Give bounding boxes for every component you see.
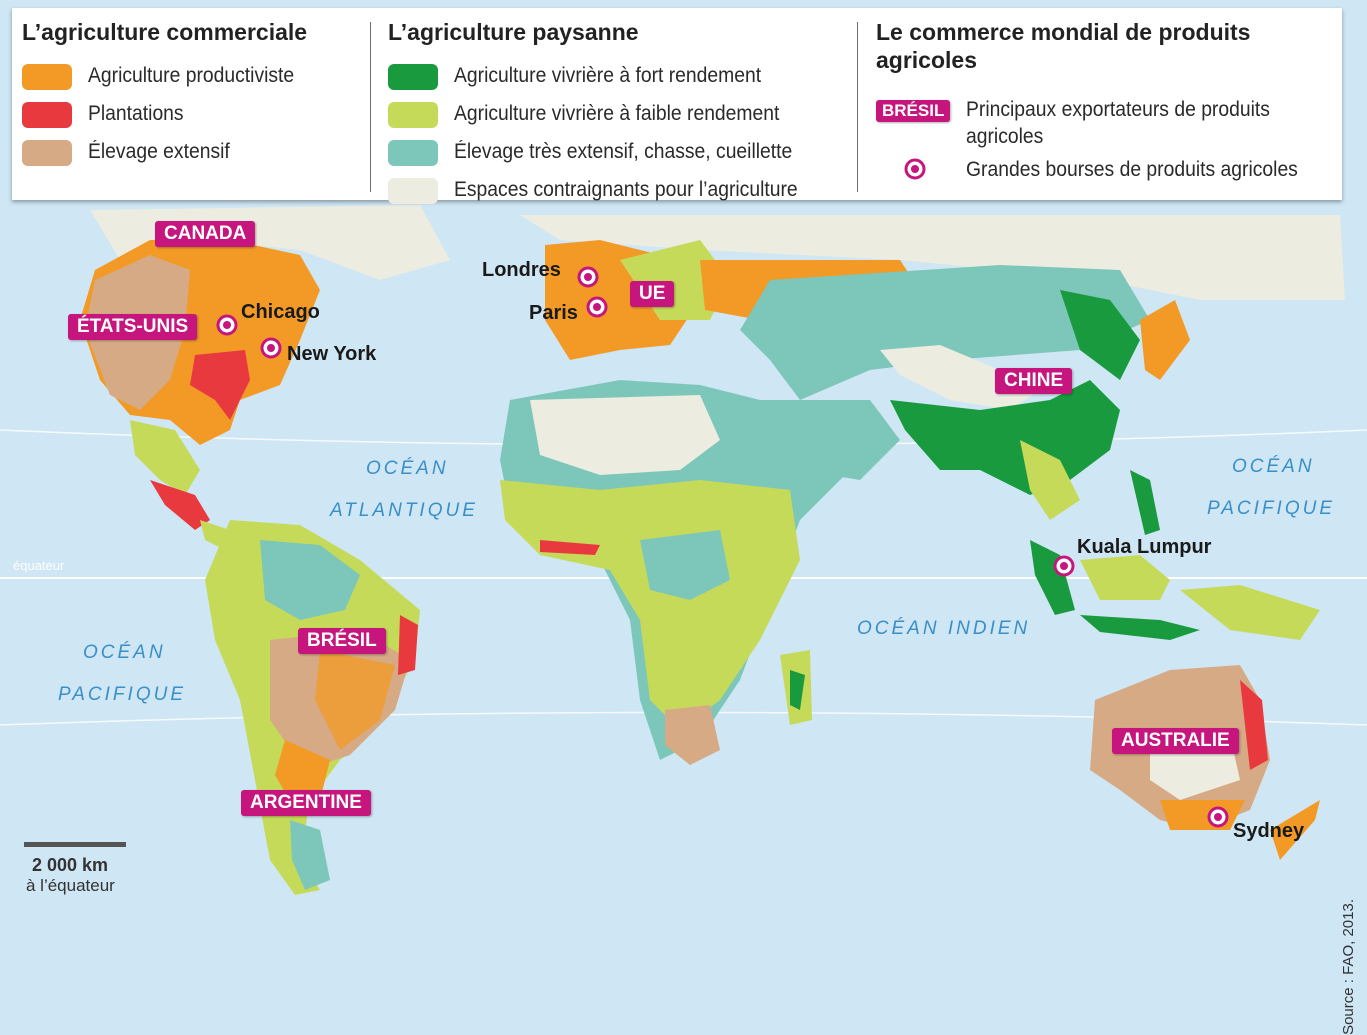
legend: L’agriculture commerciale Agriculture pr… — [12, 8, 1342, 204]
ocean-pacifique-w-1: OCÉAN — [83, 642, 166, 663]
legend-label: Agriculture vivrière à fort rendement — [454, 64, 762, 87]
legend-label: Élevage extensif — [88, 140, 230, 163]
legend-label: Agriculture vivrière à faible rendement — [454, 102, 780, 125]
scale-bar: 2 000 km à l’équateur — [24, 842, 126, 896]
source-note: Source : FAO, 2013. — [1340, 899, 1357, 1035]
legend-swatch — [22, 102, 72, 128]
country-tag-bresil: BRÉSIL — [298, 628, 386, 654]
legend-divider — [370, 22, 371, 192]
newyork-marker — [260, 337, 282, 359]
legend-commercial-title: L’agriculture commerciale — [22, 19, 308, 45]
city-londres: Londres — [482, 259, 561, 281]
southeast-asia — [1030, 470, 1320, 640]
ocean-pacifique-w-2: PACIFIQUE — [58, 684, 186, 705]
legend-label: Plantations — [88, 102, 184, 125]
stock-exchange-markers — [216, 266, 1229, 828]
londres-marker — [577, 266, 599, 288]
country-tag-usa: ÉTATS-UNIS — [68, 314, 198, 340]
legend-paysanne: L’agriculture paysanne Agriculture vivri… — [388, 18, 848, 204]
kuala-marker — [1053, 555, 1075, 577]
legend-paysanne-title: L’agriculture paysanne — [388, 19, 639, 45]
sydney-marker — [1207, 806, 1229, 828]
city-paris: Paris — [529, 302, 578, 324]
paris-marker — [586, 296, 608, 318]
legend-swatch — [22, 64, 72, 90]
legend-exporter-label-2: agricoles — [966, 125, 1044, 148]
country-tag-ue: UE — [630, 281, 675, 307]
scale-line — [24, 842, 126, 847]
legend-bourses-label: Grandes bourses de produits agricoles — [966, 158, 1298, 181]
legend-swatch — [388, 64, 438, 90]
ocean-atlantique-1: OCÉAN — [366, 458, 449, 479]
country-tag-canada: CANADA — [155, 221, 256, 247]
legend-commercial: L’agriculture commerciale Agriculture pr… — [22, 18, 372, 166]
city-chicago: Chicago — [241, 301, 320, 323]
city-sydney: Sydney — [1233, 820, 1305, 842]
ocean-pacifique-e-2: PACIFIQUE — [1207, 498, 1335, 519]
legend-label: Agriculture productiviste — [88, 64, 295, 87]
city-newyork: New York — [287, 343, 377, 365]
country-tag-australie: AUSTRALIE — [1112, 728, 1239, 754]
equator-label: équateur — [13, 558, 65, 573]
legend-swatch — [388, 140, 438, 166]
ocean-indien: OCÉAN INDIEN — [857, 618, 1031, 639]
scale-note: à l’équateur — [26, 876, 115, 895]
country-tag-chine: CHINE — [995, 368, 1073, 394]
legend-label: Élevage très extensif, chasse, cueillett… — [454, 140, 793, 163]
legend-exporter-tag: BRÉSIL — [876, 100, 951, 122]
legend-swatch — [388, 178, 438, 204]
eurasia — [520, 215, 1345, 520]
ocean-atlantique-2: ATLANTIQUE — [330, 500, 478, 521]
ocean-pacifique-e-1: OCÉAN — [1232, 456, 1315, 477]
legend-label: Espaces contraignants pour l’agriculture — [454, 178, 798, 201]
legend-divider — [857, 22, 858, 192]
chicago-marker — [216, 314, 238, 336]
legend-swatch — [388, 102, 438, 128]
legend-commerce-title-1: Le commerce mondial de produits — [876, 19, 1251, 45]
city-kuala: Kuala Lumpur — [1077, 536, 1212, 558]
scale-value: 2 000 km — [32, 855, 109, 875]
stock-exchange-icon — [904, 158, 926, 180]
africa — [500, 380, 900, 765]
legend-commerce-title-2: agricoles — [876, 47, 977, 73]
legend-swatch — [22, 140, 72, 166]
legend-commerce: Le commerce mondial de produits agricole… — [876, 18, 1336, 181]
legend-exporter-label-1: Principaux exportateurs de produits — [966, 98, 1270, 121]
country-tag-argentine: ARGENTINE — [241, 790, 371, 816]
